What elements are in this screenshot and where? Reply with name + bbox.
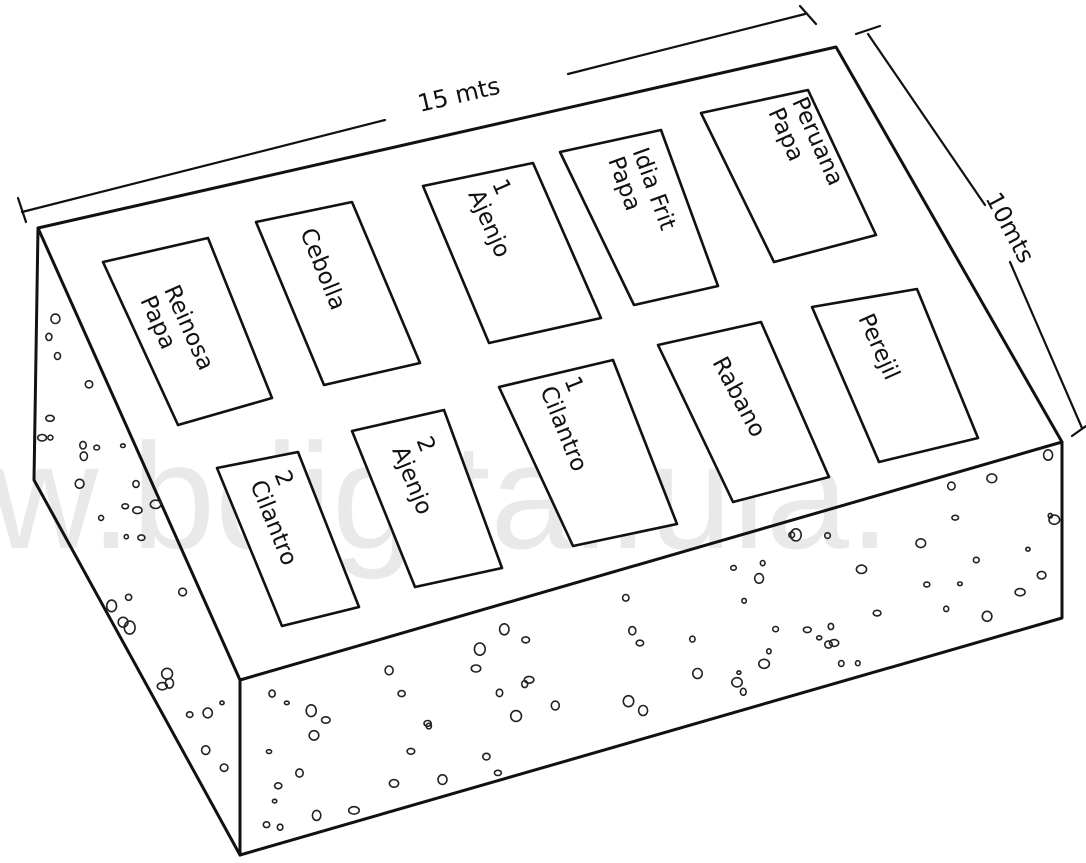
soil-speck xyxy=(524,676,534,683)
soil-speck xyxy=(1037,571,1046,579)
soil-speck xyxy=(438,775,447,785)
soil-speck xyxy=(187,712,193,718)
soil-speck xyxy=(124,621,135,634)
soil-speck xyxy=(349,807,360,814)
soil-speck xyxy=(817,636,822,640)
soil-speck xyxy=(494,770,501,775)
soil-speck xyxy=(179,588,187,596)
soil-speck xyxy=(916,539,926,548)
soil-speck xyxy=(629,627,636,635)
soil-speck xyxy=(284,701,289,704)
soil-speck xyxy=(759,659,770,668)
soil-speck xyxy=(944,606,949,611)
soil-speck xyxy=(958,582,963,586)
soil-speck xyxy=(623,595,629,602)
soil-speck xyxy=(46,333,52,340)
soil-speck xyxy=(385,666,393,675)
soil-speck xyxy=(126,594,132,600)
length-label: 15 mts xyxy=(415,72,503,118)
soil-speck xyxy=(982,611,992,621)
soil-speck xyxy=(856,661,861,666)
soil-speck xyxy=(924,582,930,587)
soil-speck xyxy=(639,706,648,716)
soil-speck xyxy=(973,557,979,562)
width-label: 10mts xyxy=(980,188,1040,268)
soil-speck xyxy=(85,381,92,388)
soil-speck xyxy=(830,640,839,647)
soil-speck xyxy=(275,783,282,789)
soil-speck xyxy=(636,640,643,646)
soil-speck xyxy=(825,641,832,648)
soil-speck xyxy=(474,643,485,655)
soil-speck xyxy=(162,668,173,679)
soil-speck xyxy=(693,669,702,679)
soil-speck xyxy=(309,731,319,740)
soil-speck xyxy=(202,746,210,755)
soil-speck xyxy=(322,717,331,723)
soil-speck xyxy=(690,636,695,642)
soil-speck xyxy=(55,353,61,360)
soil-speck xyxy=(266,750,271,754)
soil-speck xyxy=(277,824,283,830)
soil-speck xyxy=(398,691,405,697)
soil-speck xyxy=(496,689,502,696)
soil-speck xyxy=(107,600,117,612)
soil-speck xyxy=(407,748,415,754)
soil-speck xyxy=(839,661,844,667)
soil-speck xyxy=(511,711,522,722)
soil-speck xyxy=(803,627,811,633)
soil-speck xyxy=(1044,450,1053,460)
soil-speck xyxy=(740,688,746,695)
soil-speck xyxy=(220,701,224,705)
soil-speck xyxy=(1049,515,1060,524)
soil-speck xyxy=(500,624,509,635)
soil-speck xyxy=(1015,589,1025,596)
bed-cebolla: Cebolla xyxy=(256,202,420,385)
soil-speck xyxy=(483,753,490,760)
soil-speck xyxy=(828,623,833,629)
soil-speck xyxy=(306,705,316,717)
soil-speck xyxy=(732,678,742,687)
soil-speck xyxy=(952,515,959,520)
soil-speck xyxy=(767,649,771,654)
soil-speck xyxy=(389,780,398,788)
soil-speck xyxy=(522,637,530,643)
soil-speck xyxy=(263,822,269,828)
soil-speck xyxy=(312,810,320,820)
soil-speck xyxy=(773,627,779,632)
soil-speck xyxy=(296,769,303,777)
soil-speck xyxy=(987,474,997,483)
soil-speck xyxy=(471,665,480,672)
soil-speck xyxy=(1026,547,1030,551)
soil-speck xyxy=(873,610,881,616)
length-dimension: 15 mts xyxy=(18,6,816,222)
soil-speck xyxy=(51,314,60,323)
bed-ajenjo-1: Ajenjo1 xyxy=(423,163,601,343)
soil-speck xyxy=(220,764,228,771)
soil-speck xyxy=(551,701,559,710)
soil-speck xyxy=(623,696,633,707)
soil-speck xyxy=(737,671,741,674)
soil-speck xyxy=(203,708,212,718)
soil-speck xyxy=(269,690,275,697)
soil-speck xyxy=(272,799,276,803)
soil-speck xyxy=(948,482,955,490)
soil-speck xyxy=(742,598,746,603)
